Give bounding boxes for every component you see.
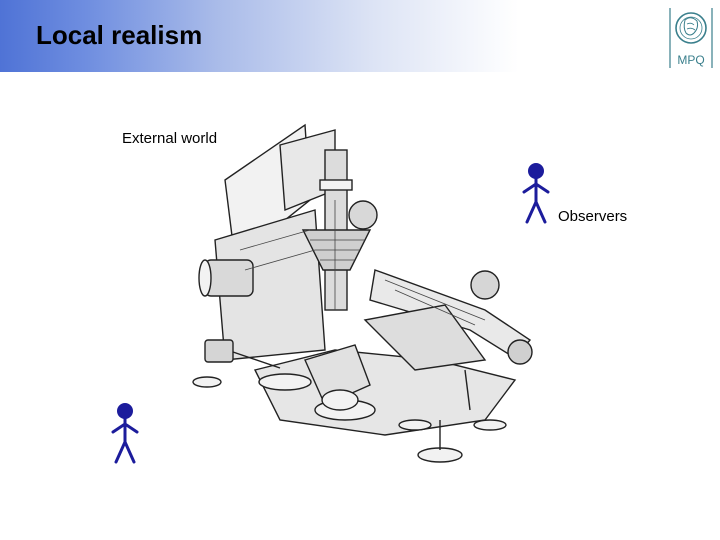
- title-bar: Local realism: [0, 0, 720, 72]
- observer-figure-left: [111, 403, 139, 464]
- slide-title: Local realism: [36, 20, 203, 50]
- observers-label: Observers: [558, 208, 628, 225]
- mechanical-apparatus-icon: [192, 123, 533, 463]
- external-world-label: External world: [122, 130, 218, 147]
- observer-figure-right: [522, 163, 550, 224]
- mpq-logo-icon: MPQ: [669, 8, 713, 68]
- logo-text: MPQ: [677, 53, 704, 67]
